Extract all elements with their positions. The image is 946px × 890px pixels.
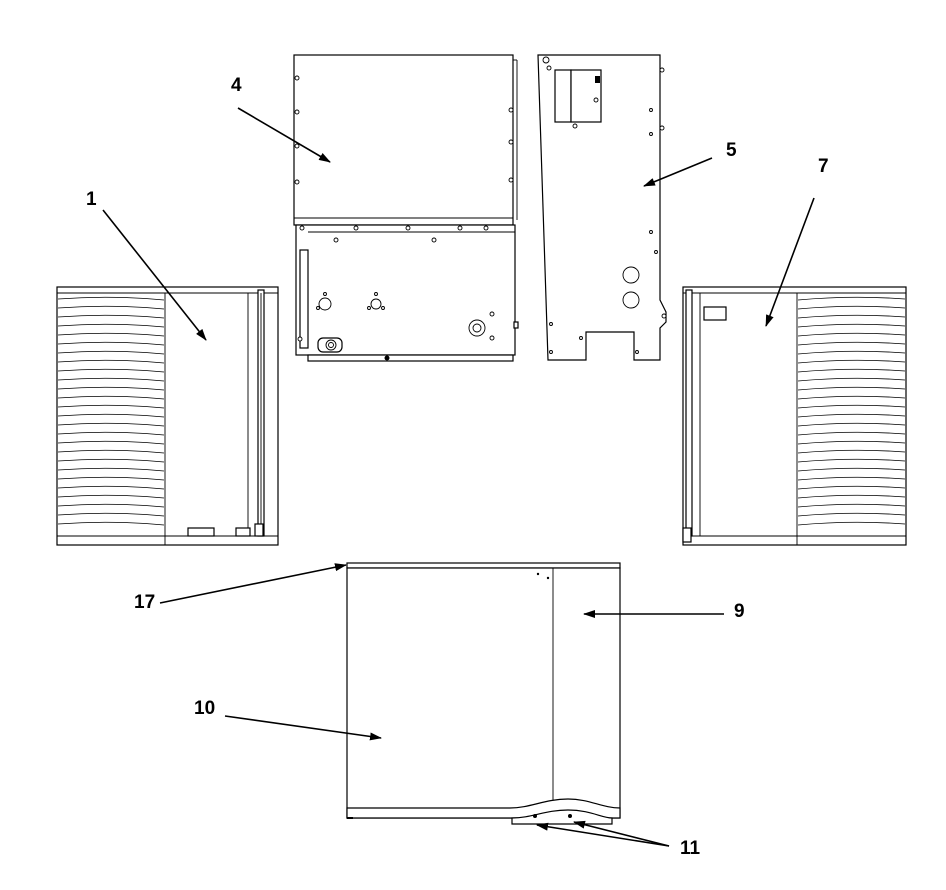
- coil-fin: [57, 431, 165, 436]
- coil-fin: [57, 332, 165, 337]
- part-9-10-front-panel: [346, 562, 621, 825]
- coil-fin: [797, 377, 906, 382]
- coil-fin: [797, 323, 906, 328]
- callout-11: 11: [680, 838, 701, 859]
- coil-fin: [57, 467, 165, 472]
- coil-fin: [797, 386, 906, 391]
- coil-fin: [797, 314, 906, 319]
- leader-lines: [102, 107, 815, 847]
- callout-10: 10: [194, 698, 215, 719]
- coil-fin: [57, 404, 165, 409]
- coil-fin: [57, 305, 165, 310]
- coil-fin: [797, 341, 906, 346]
- coil-fin: [797, 350, 906, 355]
- coil-fin: [57, 386, 165, 391]
- coil-fin: [797, 422, 906, 427]
- coil-fin: [797, 440, 906, 445]
- coil-fin: [57, 512, 165, 517]
- coil-fin: [57, 323, 165, 328]
- callout-5: 5: [726, 140, 737, 161]
- coil-fin: [57, 521, 165, 526]
- part-1-left-coil-panel: [56, 286, 279, 546]
- callout-4: 4: [231, 75, 242, 96]
- coil-fin: [57, 368, 165, 373]
- coil-fin: [57, 350, 165, 355]
- callout-9: 9: [734, 601, 745, 622]
- coil-fin: [57, 458, 165, 463]
- coil-fin: [797, 332, 906, 337]
- coil-fin: [797, 476, 906, 481]
- coil-fin: [797, 458, 906, 463]
- coil-fin: [797, 467, 906, 472]
- coil-fin: [797, 503, 906, 508]
- callout-7: 7: [818, 156, 829, 177]
- coil-fin: [797, 404, 906, 409]
- coil-fin: [797, 485, 906, 490]
- coil-fin: [797, 494, 906, 499]
- coil-fin: [797, 395, 906, 400]
- part-5-partition-panel: [537, 54, 667, 361]
- coil-fin: [57, 341, 165, 346]
- coil-fin: [57, 422, 165, 427]
- coil-fin: [57, 476, 165, 481]
- coil-fin: [797, 296, 906, 301]
- coil-fin: [797, 431, 906, 436]
- coil-fin: [57, 296, 165, 301]
- coil-fin: [57, 440, 165, 445]
- coil-fin: [57, 314, 165, 319]
- callout-1: 1: [86, 189, 97, 210]
- part-7-right-coil-panel: [682, 286, 907, 546]
- coil-fin: [57, 395, 165, 400]
- coil-fin: [797, 359, 906, 364]
- coil-fin: [57, 503, 165, 508]
- coil-fin: [57, 449, 165, 454]
- coil-fin: [797, 512, 906, 517]
- coil-fin: [57, 413, 165, 418]
- coil-fin: [57, 377, 165, 382]
- coil-fin: [797, 413, 906, 418]
- coil-fin: [797, 305, 906, 310]
- coil-fin: [57, 359, 165, 364]
- coil-fin: [57, 485, 165, 490]
- part-4-control-box: [293, 54, 519, 362]
- callout-17: 17: [134, 592, 155, 613]
- coil-fin: [57, 494, 165, 499]
- coil-fin: [797, 449, 906, 454]
- coil-fin: [797, 521, 906, 526]
- coil-fin: [797, 368, 906, 373]
